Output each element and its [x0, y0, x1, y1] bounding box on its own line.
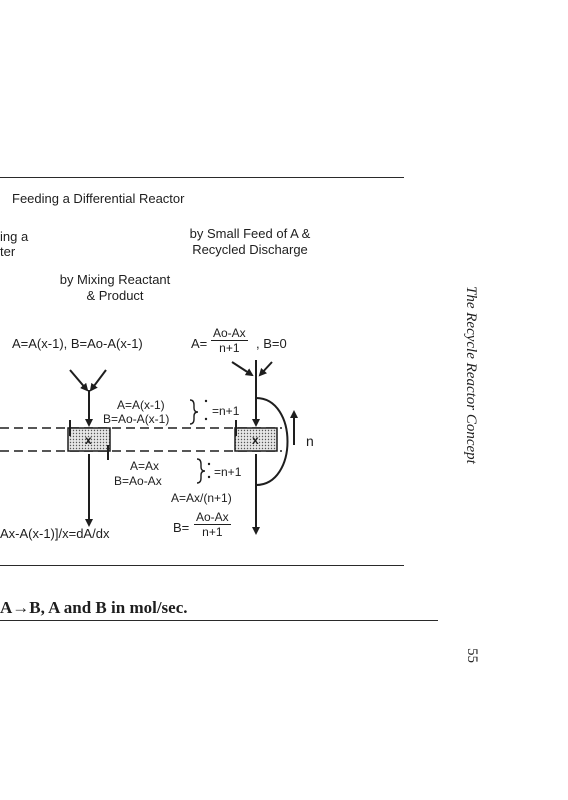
- reactor2-flows: [231, 360, 298, 535]
- small-feed-label-line1: by Small Feed of A &: [189, 226, 311, 241]
- differential-reactor-2: x: [234, 427, 278, 452]
- figure-top-rule: [0, 177, 404, 178]
- reactor1-flows: [69, 369, 109, 527]
- svg-text:x: x: [252, 433, 259, 447]
- small-feed-fraction-denominator: n+1: [211, 340, 248, 355]
- left-partial-label-line2: ter: [0, 244, 16, 259]
- mixing-feed-equation: A=A(x-1), B=Ao-A(x-1): [12, 336, 143, 351]
- mixing-label-line2: & Product: [86, 288, 144, 303]
- small-feed-equation-prefix: A=: [191, 336, 208, 351]
- discharge-fraction-numerator: Ao-Ax: [196, 510, 229, 524]
- page-number: 55: [464, 648, 481, 672]
- left-partial-label-line1: ing a: [0, 229, 29, 244]
- differential-reactor-1: x: [67, 427, 111, 452]
- small-feed-label-line2: Recycled Discharge: [192, 242, 308, 257]
- discharge-equation-b-prefix: B=: [173, 520, 190, 535]
- ratio-marks: [204, 399, 211, 479]
- running-head-text: The Recycle Reactor Concept: [463, 286, 479, 464]
- outlet-equation-b: B=Ao-Ax: [114, 474, 162, 488]
- small-feed-fraction: Ao-Ax n+1: [211, 326, 248, 355]
- page-number-text: 55: [464, 648, 480, 663]
- caption-rule: [0, 620, 438, 621]
- mixing-label-line1: by Mixing Reactant: [59, 272, 171, 287]
- recycle-label: n: [306, 433, 314, 449]
- outlet-ratio: =n+1: [214, 465, 242, 479]
- figure-caption: A→B, A and B in mol/sec.: [0, 598, 188, 617]
- figure-title: Feeding a Differential Reactor: [12, 191, 185, 206]
- discharge-fraction: Ao-Ax n+1: [194, 510, 231, 539]
- discharge-equation-a: A=Ax/(n+1): [171, 491, 232, 505]
- small-feed-equation-suffix: , B=0: [256, 336, 287, 351]
- rate-equation: Ax-A(x-1)]/x=dA/dx: [0, 526, 110, 541]
- ratio-braces: [189, 399, 206, 484]
- svg-text:x: x: [85, 433, 92, 447]
- small-feed-fraction-numerator: Ao-Ax: [213, 326, 246, 340]
- figure-bottom-rule: [0, 565, 404, 566]
- inlet-equation-a: A=A(x-1): [117, 398, 165, 412]
- discharge-fraction-denominator: n+1: [194, 524, 231, 539]
- dashed-pipe: [0, 427, 282, 452]
- inlet-equation-b: B=Ao-A(x-1): [103, 412, 170, 426]
- outlet-equation-a: A=Ax: [130, 459, 160, 473]
- running-head: The Recycle Reactor Concept: [463, 286, 481, 486]
- inlet-ratio: =n+1: [212, 404, 240, 418]
